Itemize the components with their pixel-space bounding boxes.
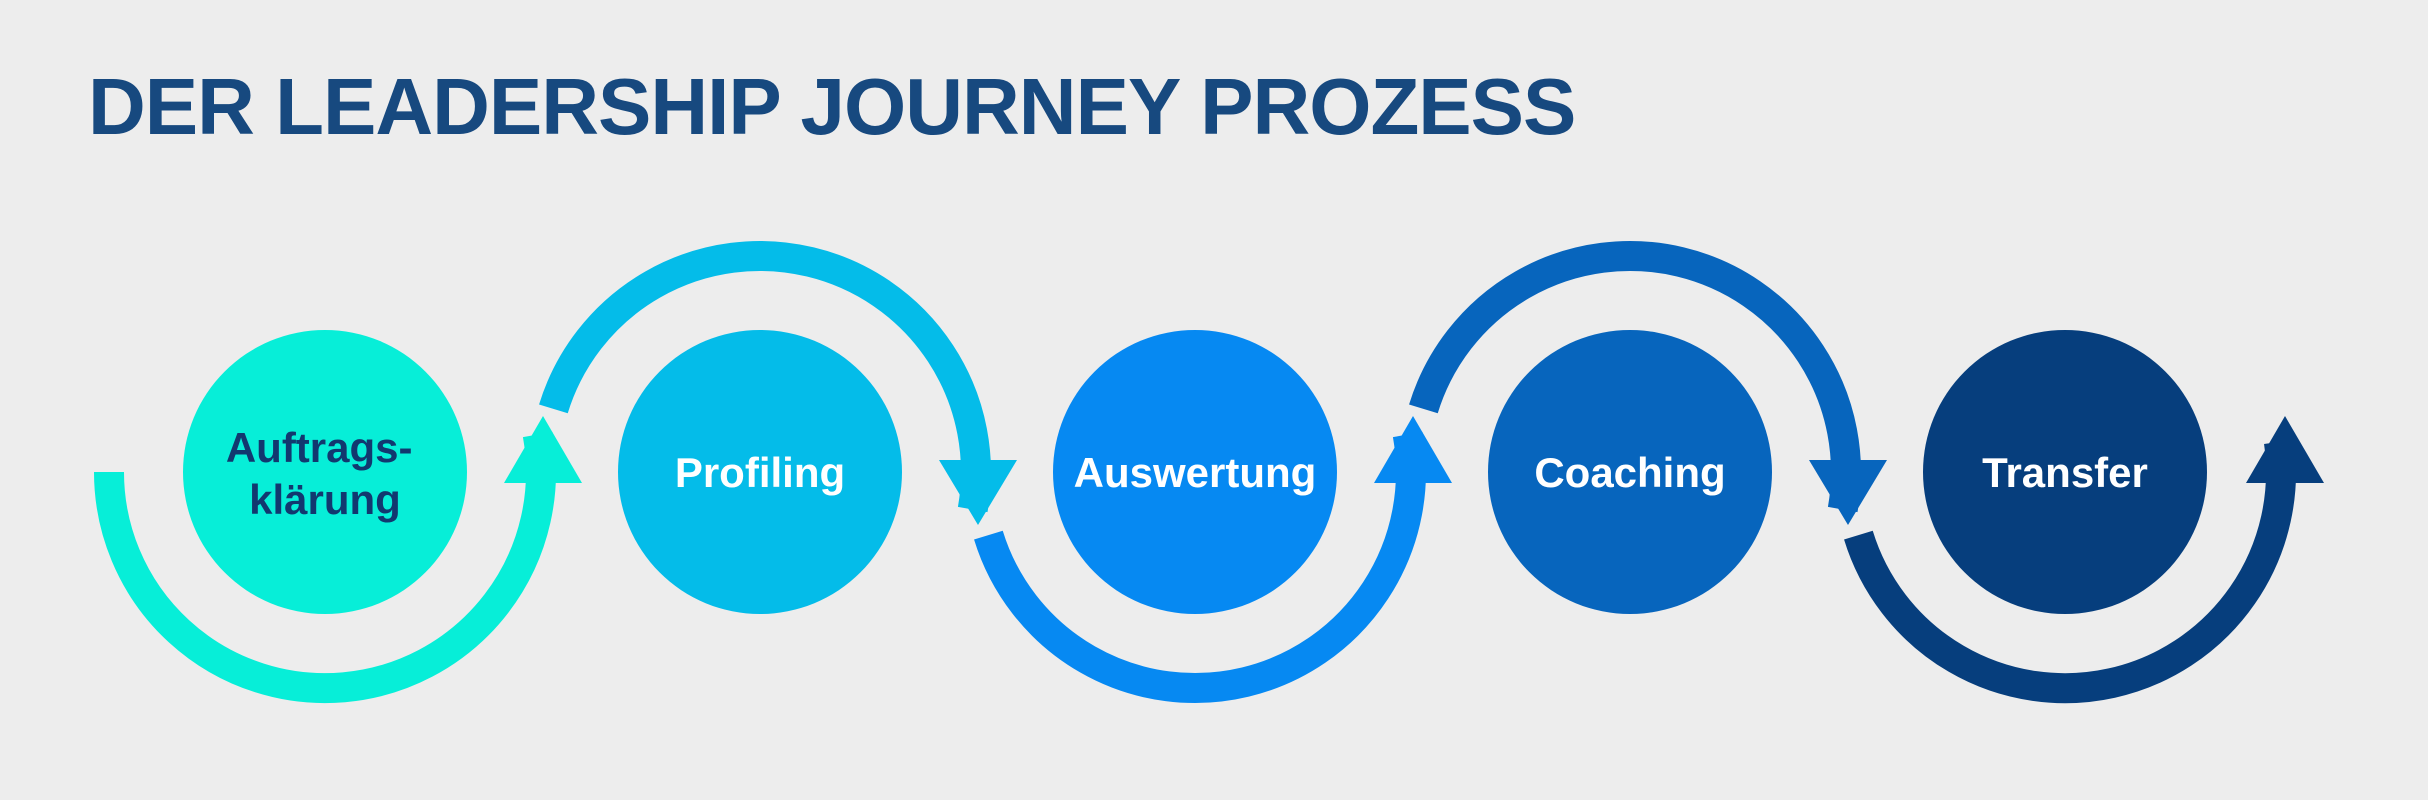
step-label-auftragsklaerung: Auftrags- klärung [226, 424, 424, 523]
arrow-up-icon-step3 [1374, 416, 1452, 483]
page-title: DER LEADERSHIP JOURNEY PROZESS [88, 62, 1575, 151]
step-circle-transfer [1923, 330, 2207, 614]
step-circle-profiling [618, 330, 902, 614]
step-circle-auswertung [1053, 330, 1337, 614]
step-label-line1: Auftrags- [226, 424, 413, 471]
process-step-profiling: Profiling [618, 330, 902, 614]
step-label-line2: klärung [249, 476, 401, 523]
connector-arc-under-step1 [94, 431, 556, 704]
step-circle-coaching [1488, 330, 1772, 614]
step-label-coaching: Coaching [1534, 449, 1725, 496]
process-step-coaching: Coaching [1488, 330, 1772, 614]
arrow-down-icon-step2 [939, 460, 1017, 525]
step-label-auswertung: Auswertung [1074, 449, 1317, 496]
process-step-auswertung: Auswertung [1053, 330, 1337, 614]
step-label-transfer: Transfer [1982, 449, 2148, 496]
connector-arc-over-step4 [1409, 240, 1861, 513]
process-step-auftragsklaerung: Auftrags- klärung [183, 330, 467, 614]
connector-arc-under-step3 [974, 431, 1426, 704]
connector-arc-under-step5 [1844, 439, 2296, 704]
process-step-transfer: Transfer [1923, 330, 2207, 614]
connector-arc-over-step2 [539, 240, 991, 513]
arrow-up-icon-step1 [504, 416, 582, 483]
arrow-up-icon-step5 [2246, 416, 2324, 483]
arrow-down-icon-step4 [1809, 460, 1887, 525]
step-circle-auftragsklaerung [183, 330, 467, 614]
step-label-profiling: Profiling [675, 449, 845, 496]
